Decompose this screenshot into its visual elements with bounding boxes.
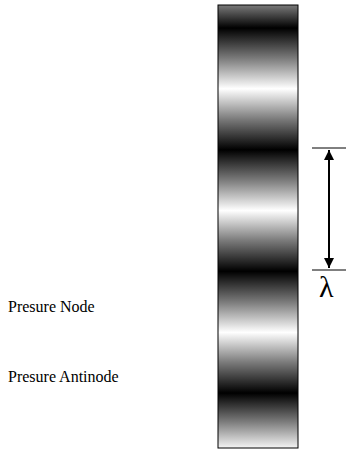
antinode-label: Presure Antinode (8, 368, 119, 386)
tube-column (218, 5, 298, 448)
node-label: Presure Node (8, 298, 95, 316)
dimension-tick (312, 148, 346, 149)
dimension-arrow (328, 150, 330, 268)
wavelength-label: λ (319, 270, 334, 304)
